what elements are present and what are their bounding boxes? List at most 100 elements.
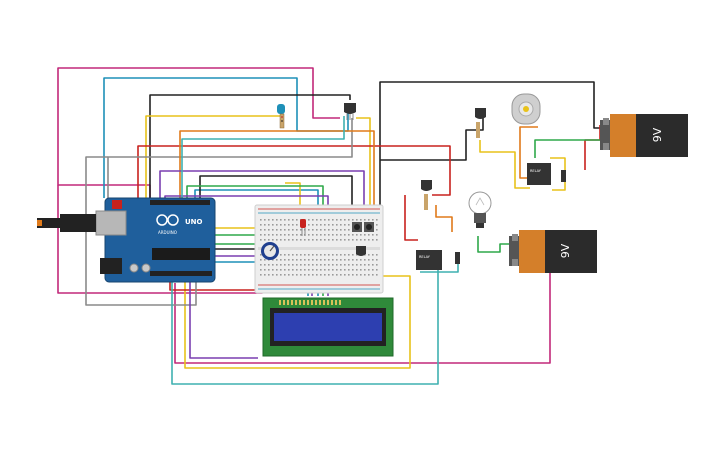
lcd-pin xyxy=(283,300,285,305)
breadboard-channel xyxy=(258,247,380,250)
breadboard-hole xyxy=(284,239,286,241)
breadboard-hole xyxy=(312,269,314,271)
breadboard-hole xyxy=(292,264,294,266)
breadboard-hole xyxy=(260,229,262,231)
breadboard-hole xyxy=(344,219,346,221)
breadboard-hole xyxy=(360,269,362,271)
lcd-pin xyxy=(331,300,333,305)
breadboard-hole xyxy=(316,274,318,276)
breadboard-hole xyxy=(284,259,286,261)
breadboard-hole xyxy=(340,219,342,221)
breadboard-hole xyxy=(340,234,342,236)
breadboard-hole xyxy=(264,239,266,241)
breadboard-hole xyxy=(320,259,322,261)
breadboard-hole xyxy=(296,259,298,261)
breadboard-hole xyxy=(264,219,266,221)
relay-bottom-label: RELAY xyxy=(419,255,431,259)
breadboard-hole xyxy=(376,229,378,231)
push-button[interactable] xyxy=(352,222,362,232)
breadboard-hole xyxy=(324,254,326,256)
breadboard-hole xyxy=(272,274,274,276)
lcd-pin xyxy=(323,300,325,305)
breadboard-hole xyxy=(356,264,358,266)
breadboard-hole xyxy=(324,269,326,271)
breadboard-hole xyxy=(320,274,322,276)
breadboard-hole xyxy=(332,254,334,256)
breadboard-hole xyxy=(308,224,310,226)
breadboard-hole xyxy=(260,264,262,266)
breadboard-hole xyxy=(288,274,290,276)
breadboard-hole xyxy=(296,224,298,226)
breadboard-hole xyxy=(328,234,330,236)
breadboard-hole xyxy=(284,229,286,231)
lcd-pin xyxy=(311,300,313,305)
breadboard-hole xyxy=(276,234,278,236)
breadboard-hole xyxy=(260,219,262,221)
breadboard-hole xyxy=(344,264,346,266)
breadboard-hole xyxy=(368,219,370,221)
wire-purple-2 xyxy=(189,278,258,359)
wire-red-4 xyxy=(584,125,601,170)
breadboard-hole xyxy=(304,269,306,271)
wire-red-2 xyxy=(404,195,418,241)
blue-led xyxy=(277,104,285,129)
breadboard-hole xyxy=(344,229,346,231)
breadboard-hole xyxy=(264,259,266,261)
wire-blue-1 xyxy=(103,77,349,198)
digital-header xyxy=(150,200,210,205)
breadboard-hole xyxy=(376,274,378,276)
breadboard-hole xyxy=(332,229,334,231)
breadboard-hole xyxy=(328,229,330,231)
battery-top-body xyxy=(610,114,636,157)
breadboard-hole xyxy=(268,264,270,266)
push-button[interactable] xyxy=(364,222,374,232)
breadboard-hole xyxy=(376,239,378,241)
breadboard-hole xyxy=(336,239,338,241)
lcd-pin xyxy=(295,300,297,305)
breadboard-hole xyxy=(264,229,266,231)
breadboard-hole xyxy=(276,259,278,261)
lcd-pin xyxy=(339,300,341,305)
breadboard-hole xyxy=(260,274,262,276)
breadboard-hole xyxy=(264,269,266,271)
breadboard-hole xyxy=(288,224,290,226)
breadboard-hole xyxy=(348,264,350,266)
breadboard-hole xyxy=(296,234,298,236)
breadboard-hole xyxy=(352,239,354,241)
breadboard-hole xyxy=(376,219,378,221)
lcd-display[interactable] xyxy=(262,297,394,357)
breadboard-hole xyxy=(376,234,378,236)
reset-button[interactable] xyxy=(112,200,122,209)
breadboard-hole xyxy=(276,224,278,226)
breadboard-hole xyxy=(284,234,286,236)
breadboard-hole xyxy=(340,269,342,271)
breadboard-hole xyxy=(292,254,294,256)
breadboard-hole xyxy=(324,239,326,241)
breadboard-hole xyxy=(364,219,366,221)
breadboard-hole xyxy=(364,239,366,241)
breadboard-hole xyxy=(272,259,274,261)
breadboard-hole xyxy=(352,274,354,276)
breadboard-hole xyxy=(308,239,310,241)
breadboard-hole xyxy=(312,274,314,276)
breadboard-hole xyxy=(304,274,306,276)
breadboard-hole xyxy=(316,234,318,236)
breadboard-hole xyxy=(328,224,330,226)
potentiometer[interactable] xyxy=(261,242,279,260)
breadboard-hole xyxy=(356,259,358,261)
breadboard-hole xyxy=(332,259,334,261)
breadboard-hole xyxy=(336,219,338,221)
breadboard-hole xyxy=(280,254,282,256)
breadboard-hole xyxy=(328,254,330,256)
breadboard-hole xyxy=(316,259,318,261)
breadboard-hole xyxy=(296,274,298,276)
breadboard-hole xyxy=(328,239,330,241)
arduino-uno[interactable]: ARDUINO UNO xyxy=(37,197,216,283)
lcd-pin xyxy=(335,300,337,305)
power-jack xyxy=(100,258,122,274)
breadboard-hole xyxy=(292,274,294,276)
breadboard-hole xyxy=(356,254,358,256)
breadboard-hole xyxy=(332,264,334,266)
wire-yellow-4 xyxy=(479,140,530,189)
wire-green-3 xyxy=(477,236,510,253)
